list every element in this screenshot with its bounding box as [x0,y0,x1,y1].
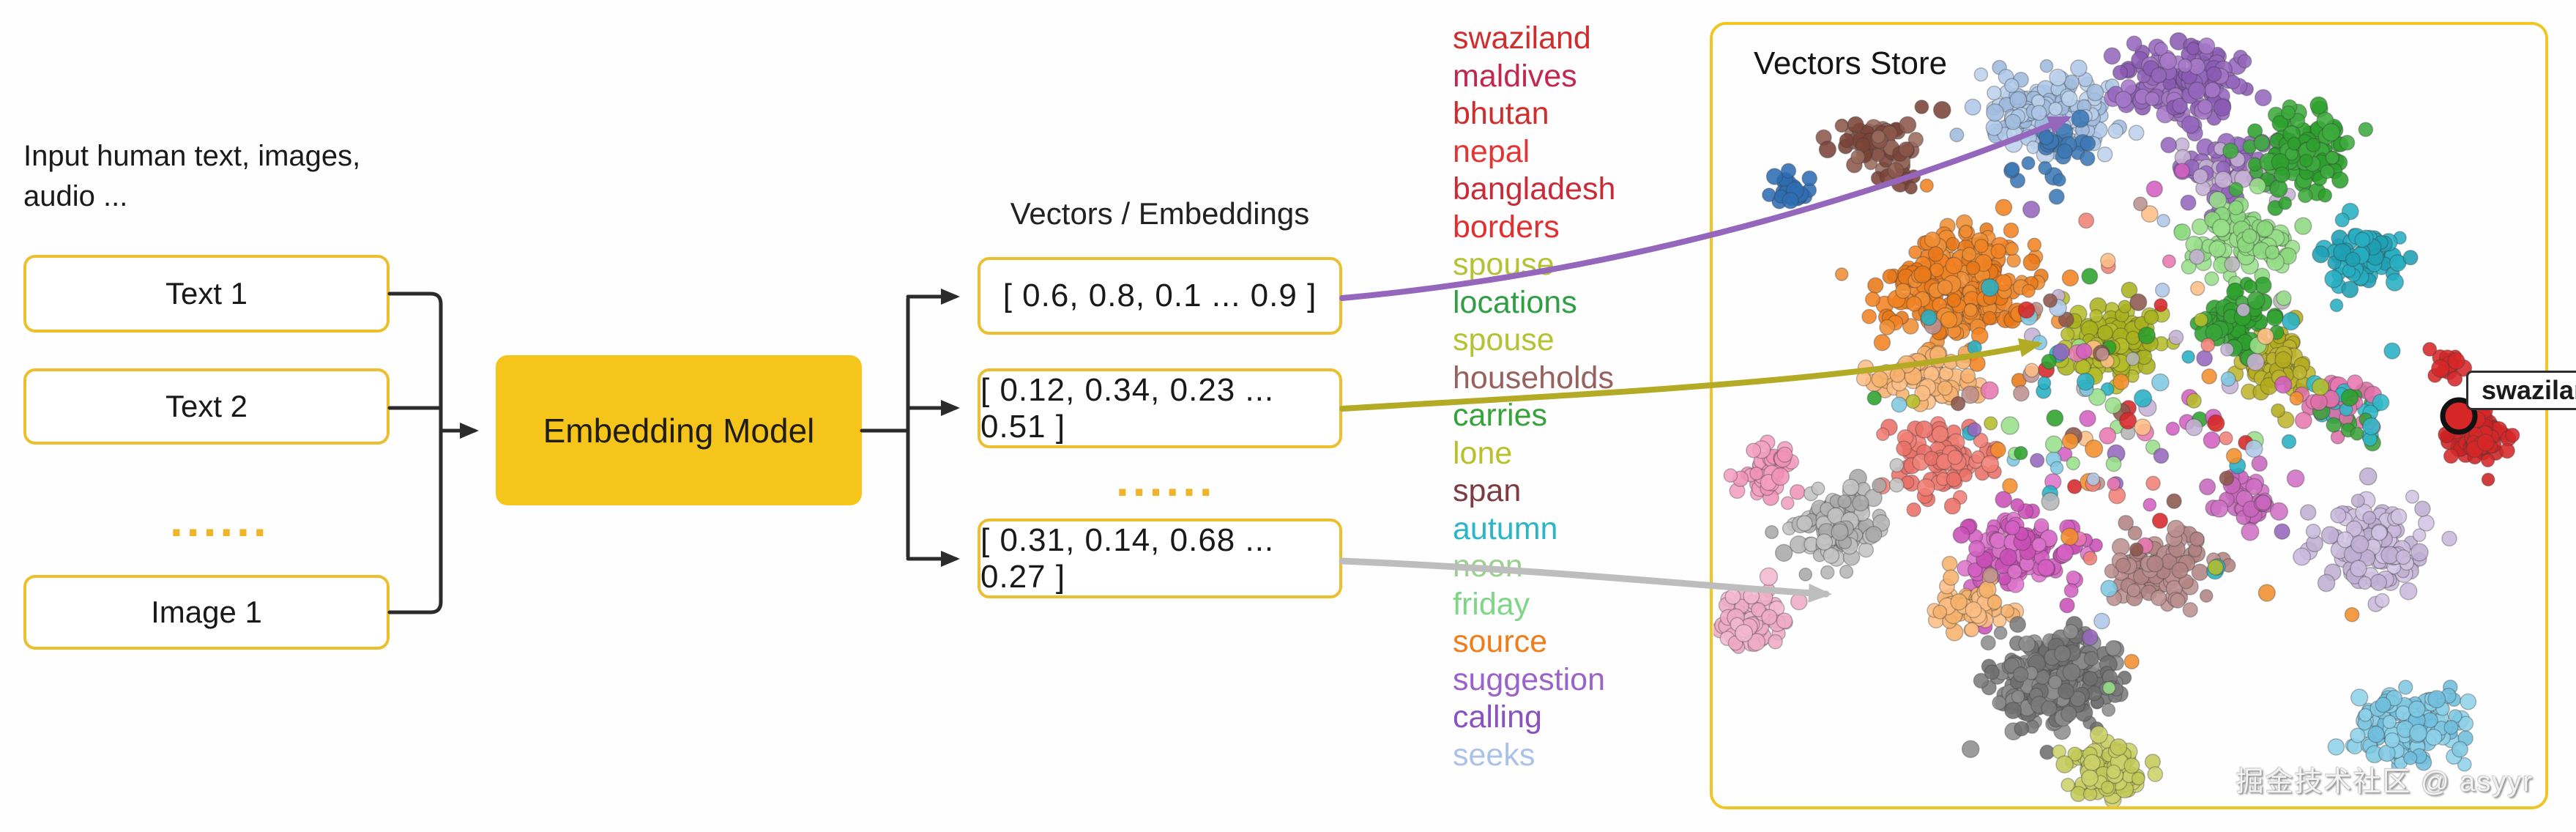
word-calling-18: calling [1453,699,1542,735]
input-caption: Input human text, images, audio ... [23,136,360,217]
word-seeks-19: seeks [1453,737,1535,773]
vector-box-3: [ 0.31, 0.14, 0.68 ... 0.27 ] [978,519,1342,598]
word-span-12: span [1453,473,1522,508]
input-box-text1-label: Text 1 [165,276,248,311]
word-maldives-1: maldives [1453,58,1577,94]
input-box-image1: Image 1 [23,575,390,650]
vectors-embeddings-title: Vectors / Embeddings [1010,196,1310,231]
vector-box-1-value: [ 0.6, 0.8, 0.1 ... 0.9 ] [1002,278,1317,313]
input-box-text2-label: Text 2 [165,389,248,423]
input-caption-line2: audio ... [23,180,128,212]
word-source-16: source [1453,624,1548,659]
input-caption-line1: Input human text, images, [23,140,361,172]
vector-box-3-value: [ 0.31, 0.14, 0.68 ... 0.27 ] [980,521,1275,595]
word-swaziland-0: swaziland [1453,21,1591,56]
word-autumn-13: autumn [1453,510,1558,546]
input-box-text2: Text 2 [23,368,390,445]
vector-box-1: [ 0.6, 0.8, 0.1 ... 0.9 ] [978,257,1342,335]
swaziland-tooltip: swaziland [2466,371,2576,410]
word-suggestion-17: suggestion [1453,661,1605,697]
embedding-model-label: Embedding Model [543,411,815,450]
swaziland-tooltip-label: swaziland [2482,375,2576,405]
vector-box-2: [ 0.12, 0.34, 0.23 ... 0.51 ] [978,368,1342,448]
input-box-text1: Text 1 [23,255,390,333]
word-lone-11: lone [1453,435,1513,471]
input-box-image1-label: Image 1 [151,595,262,629]
embedding-model-box: Embedding Model [496,355,862,505]
vector-box-2-value: [ 0.12, 0.34, 0.23 ... 0.51 ] [980,371,1275,445]
